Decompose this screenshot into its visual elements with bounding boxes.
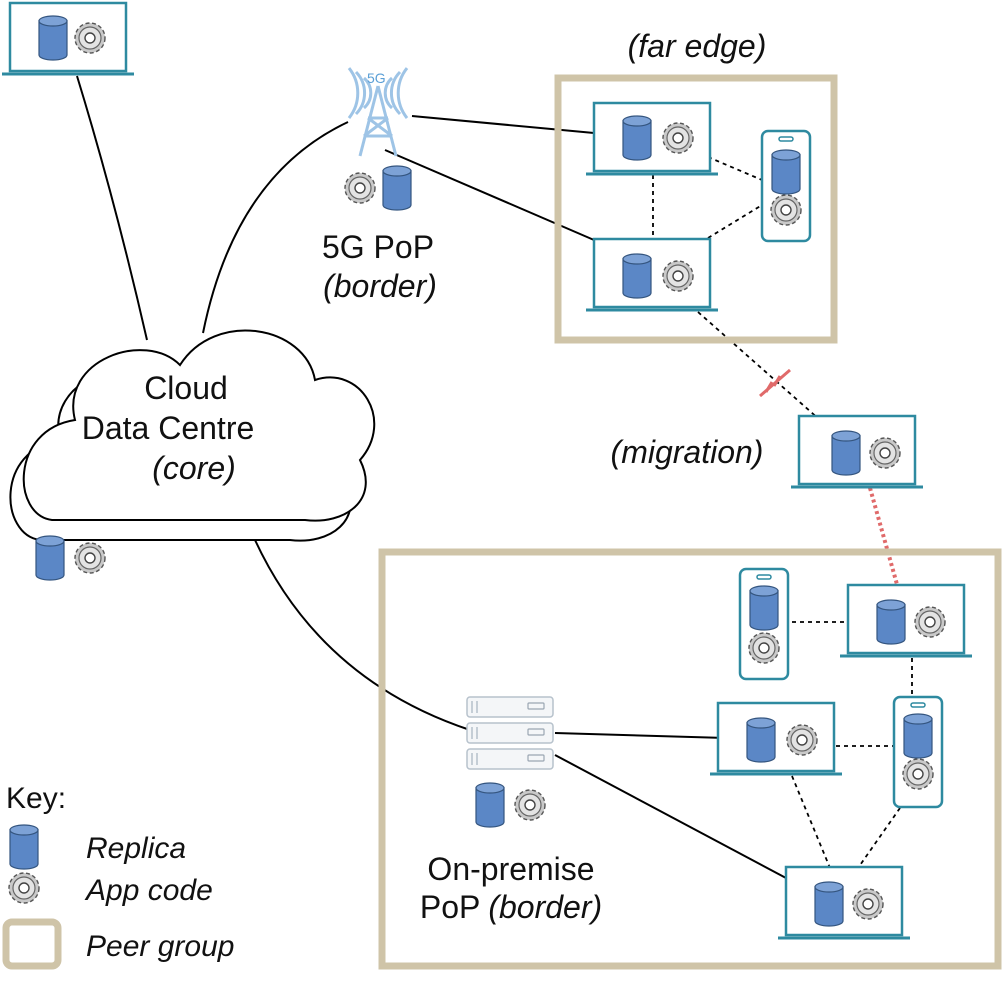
solid-links <box>76 75 787 879</box>
cloud-label-line2: Data Centre <box>82 410 255 446</box>
database-icon <box>9 824 39 870</box>
onprem-replica-group <box>475 782 546 828</box>
legend: Key: Replica App code Peer group <box>2 782 234 970</box>
legend-peer-group-label: Peer group <box>86 930 234 963</box>
legend-app-code-label: App code <box>84 874 213 907</box>
legend-title: Key: <box>6 782 66 815</box>
pop5g-label-line2: (border) <box>323 268 437 304</box>
laptop-icon <box>776 865 912 940</box>
cloud-label-line3: (core) <box>152 450 236 486</box>
gear-icon <box>74 542 106 574</box>
link-onprem-laptop-b <box>554 754 787 879</box>
gear-icon <box>8 872 40 904</box>
link-5g-faredge-laptop2 <box>384 149 595 241</box>
laptop-icon <box>584 101 720 176</box>
onprem-label-line2: PoP(border) <box>420 889 602 925</box>
cloud-label-line1: Cloud <box>144 370 228 406</box>
migration-link <box>868 487 900 589</box>
laptop-icon <box>0 1 136 76</box>
migration-break-mark <box>759 368 791 398</box>
cell-tower-icon <box>347 67 409 157</box>
onprem-label-line1: On-premise <box>427 851 594 887</box>
laptop-icon <box>708 701 844 776</box>
phone-icon <box>760 129 812 243</box>
migration-label: (migration) <box>611 434 764 470</box>
laptop-icon <box>838 583 974 658</box>
onprem-label-border: (border) <box>488 889 602 925</box>
link-laptop-cloud <box>76 75 148 341</box>
database-icon <box>475 782 505 828</box>
database-icon <box>35 535 65 581</box>
peer-group-on-premise <box>378 548 1002 970</box>
link-5g-faredge-laptop1 <box>411 115 595 134</box>
legend-peer-group-swatch <box>2 918 62 970</box>
tower-badge: 5G <box>367 70 386 86</box>
link-cloud-onprem <box>254 539 471 731</box>
cloud-icon <box>9 329 376 542</box>
gear-icon <box>344 172 376 204</box>
phone-icon <box>892 695 944 809</box>
link-onprem-laptop-a <box>554 732 727 739</box>
link-cloud-5g <box>202 121 349 334</box>
peer-links <box>652 156 913 869</box>
gear-icon <box>514 789 546 821</box>
legend-replica-label: Replica <box>86 832 186 865</box>
server-rack-icon <box>466 696 554 770</box>
laptop-icon <box>584 237 720 312</box>
database-icon <box>382 165 412 211</box>
phone-icon <box>738 567 790 681</box>
far-edge-label: (far edge) <box>628 28 767 64</box>
pop5g-label-line1: 5G PoP <box>322 229 434 265</box>
onprem-label-pop: PoP <box>420 889 480 925</box>
peer-group-far-edge <box>554 74 838 344</box>
cloud-replica-group <box>35 535 106 581</box>
laptop-icon <box>789 414 925 489</box>
pop5g-replica-group <box>344 165 412 211</box>
